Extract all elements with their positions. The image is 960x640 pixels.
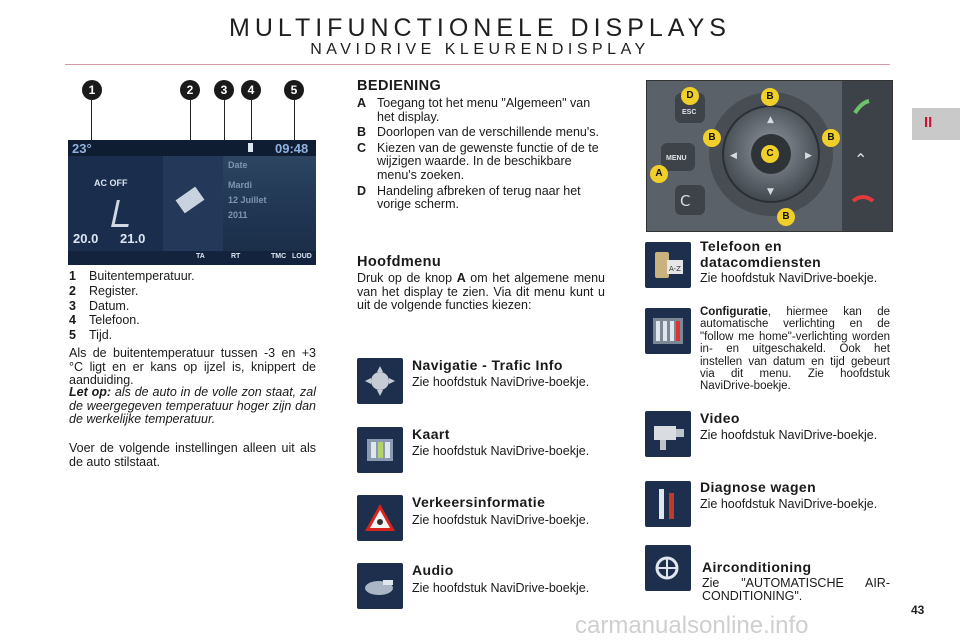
label-c: C (761, 145, 779, 163)
section-title-navigatie: Navigatie - Trafic Info (412, 357, 563, 373)
page-number: 43 (911, 603, 925, 617)
svg-text:▼: ▼ (767, 187, 774, 197)
tmc-label: TMC (271, 253, 287, 260)
svg-text:A-Z: A-Z (669, 265, 681, 273)
callout-line-1 (91, 100, 92, 148)
traffic-warning-icon (357, 495, 403, 541)
header-rule (65, 64, 890, 65)
outside-temp: 23° (72, 141, 92, 156)
phone-icon: A-Z (645, 242, 691, 288)
section-text-audio: Zie hoofdstuk NaviDrive-boekje. (412, 581, 590, 595)
rt-label: RT (231, 253, 241, 260)
temp-left: 20.0 (73, 231, 99, 246)
svg-text:▲: ▲ (767, 115, 774, 125)
callout-1: 1 (82, 80, 102, 100)
callout-line-4 (251, 100, 252, 145)
configuratie-text: Configuratie, hiermee kan de automatisch… (700, 306, 890, 393)
date-value: 12 Juillet (228, 195, 267, 205)
register-panel (163, 156, 223, 265)
diagnosis-icon (645, 481, 691, 527)
callout-line-5 (294, 100, 295, 145)
svg-text:◀: ◀ (730, 151, 737, 161)
hoofdmenu-title: Hoofdmenu (357, 254, 442, 270)
callout-3: 3 (214, 80, 234, 100)
audio-icon (357, 563, 403, 609)
configuration-icon (645, 308, 691, 354)
configuratie-label: Configuratie (700, 306, 768, 318)
date-year: 2011 (228, 210, 248, 220)
label-d: D (681, 87, 699, 105)
page-subtitle: NAVIDRIVE KLEURENDISPLAY (310, 41, 650, 58)
svg-text:⌃: ⌃ (854, 150, 867, 169)
label-b-top: B (761, 88, 779, 106)
section-title-verkeersinformatie: Verkeersinformatie (412, 494, 546, 510)
temperature-note: Als de buitentemperatuur tussen -3 en +3… (69, 346, 316, 388)
callout-5: 5 (284, 80, 304, 100)
page-title: MULTIFUNCTIONELE DISPLAYS (229, 14, 731, 42)
section-title-audio: Audio (412, 562, 454, 578)
callout-2: 2 (180, 80, 200, 100)
label-b-right: B (822, 129, 840, 147)
section-title-airco: Airconditioning (702, 559, 812, 575)
control-panel: ▲ ▼ ◀ ▶ C ⌃ ESC MENU D B B B C A B (646, 80, 893, 232)
chapter-tab: II (912, 108, 960, 140)
label-b-left: B (703, 129, 721, 147)
svg-text:C: C (680, 192, 690, 210)
climate-panel (68, 156, 163, 265)
section-text-video: Zie hoofdstuk NaviDrive-boekje. (700, 428, 878, 442)
screen-bottom-bar (68, 251, 316, 265)
ta-label: TA (196, 253, 205, 260)
navigation-icon (357, 358, 403, 404)
ac-status: AC OFF (94, 178, 128, 188)
phone-status-icon (248, 143, 253, 152)
video-icon (645, 411, 691, 457)
section-title-diagnose: Diagnose wagen (700, 479, 817, 495)
section-text-kaart: Zie hoofdstuk NaviDrive-boekje. (412, 444, 590, 458)
bediening-title: BEDIENING (357, 78, 442, 94)
screen-top-bar (68, 140, 316, 156)
section-title-video: Video (700, 410, 740, 426)
label-b-bottom: B (777, 208, 795, 226)
control-panel-illustration: ▲ ▼ ◀ ▶ C ⌃ (647, 81, 892, 231)
temp-right: 21.0 (120, 231, 146, 246)
display-screen: 23° 09:48 AC OFF 20.0 21.0 Date Mardi 12… (68, 140, 316, 265)
date-label: Date (228, 160, 248, 170)
svg-text:▶: ▶ (805, 151, 812, 161)
section-text-navigatie: Zie hoofdstuk NaviDrive-boekje. (412, 375, 590, 389)
let-op-note: Let op: als de auto in de volle zon staa… (69, 385, 316, 427)
esc-label: ESC (682, 109, 697, 116)
loud-label: LOUD (292, 253, 312, 260)
section-title-kaart: Kaart (412, 426, 450, 442)
section-text-airco: Zie "AUTOMATISCHE AIR-CONDITIONING". (702, 576, 890, 604)
screen-time: 09:48 (275, 141, 309, 156)
section-text-diagnose: Zie hoofdstuk NaviDrive-boekje. (700, 497, 878, 511)
callout-4: 4 (241, 80, 261, 100)
chapter-tab-label: II (924, 114, 933, 131)
airconditioning-icon (645, 545, 691, 591)
date-day: Mardi (228, 180, 253, 190)
map-icon (357, 427, 403, 473)
section-title-telefoon: Telefoon en datacomdiensten (700, 238, 822, 270)
watermark: carmanualsonline.info (575, 612, 809, 639)
standstill-note: Voer de volgende instellingen alleen uit… (69, 441, 316, 469)
section-text-verkeersinformatie: Zie hoofdstuk NaviDrive-boekje. (412, 513, 590, 527)
menu-label: MENU (666, 155, 687, 162)
let-op-label: Let op: (69, 385, 112, 399)
label-a: A (650, 165, 668, 183)
section-text-telefoon: Zie hoofdstuk NaviDrive-boekje. (700, 271, 878, 285)
hoofdmenu-text: Druk op de knop A om het algemene menu v… (357, 271, 605, 313)
